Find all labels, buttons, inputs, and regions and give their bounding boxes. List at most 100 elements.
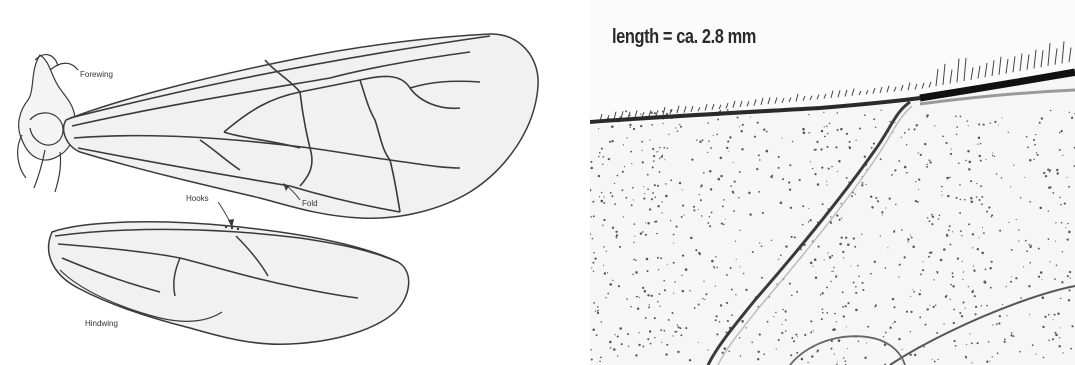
speckle: [946, 142, 948, 144]
speckle: [655, 197, 657, 199]
speckle: [637, 307, 639, 309]
speckle: [810, 161, 811, 162]
speckle: [855, 292, 857, 294]
speckle: [680, 126, 682, 128]
speckle: [986, 305, 988, 307]
speckle: [832, 271, 833, 272]
speckle: [929, 161, 931, 163]
speckle: [638, 332, 639, 333]
speckle: [640, 125, 642, 127]
speckle: [767, 321, 769, 323]
speckle: [1043, 172, 1045, 174]
speckle: [757, 122, 759, 124]
speckle: [959, 312, 961, 314]
speckle: [591, 267, 592, 268]
speckle: [992, 324, 993, 325]
speckle: [1048, 339, 1050, 341]
speckle: [781, 137, 782, 138]
speckle: [727, 141, 729, 143]
speckle: [891, 174, 893, 176]
speckle: [970, 180, 972, 182]
speckle: [971, 291, 973, 293]
speckle: [960, 116, 962, 118]
speckle: [885, 332, 887, 334]
speckle: [696, 139, 697, 140]
speckle: [913, 291, 915, 293]
speckle: [975, 313, 977, 315]
speckle: [971, 342, 973, 344]
speckle: [919, 316, 921, 318]
speckle: [961, 315, 963, 317]
speckle: [998, 124, 999, 125]
speckle: [752, 251, 754, 253]
speckle: [621, 343, 623, 345]
speckle: [843, 315, 845, 317]
speckle: [914, 128, 916, 130]
speckle: [1062, 251, 1063, 252]
speckle: [649, 330, 651, 332]
speckle: [652, 192, 654, 194]
speckle: [792, 141, 793, 142]
speckle: [1057, 312, 1059, 314]
speckle: [835, 276, 837, 278]
speckle: [977, 248, 979, 250]
speckle: [870, 273, 872, 275]
speckle: [916, 124, 918, 126]
speckle: [973, 265, 974, 266]
speckle: [895, 122, 896, 123]
speckle: [938, 218, 939, 219]
speckle: [1006, 315, 1007, 316]
speckle: [967, 150, 969, 152]
speckle: [854, 246, 856, 248]
speckle: [1068, 231, 1071, 234]
speckle: [815, 149, 817, 151]
speckle: [726, 302, 728, 304]
speckle: [999, 230, 1001, 232]
speckle: [794, 236, 796, 238]
speckle: [698, 342, 699, 343]
speckle: [682, 205, 684, 207]
speckle: [925, 324, 927, 326]
speckle: [841, 217, 842, 218]
speckle: [826, 181, 827, 182]
speckle: [727, 109, 729, 111]
speckle: [956, 197, 958, 199]
speckle: [836, 321, 837, 322]
speckle: [601, 200, 604, 203]
speckle: [1070, 277, 1071, 278]
speckle: [917, 201, 919, 203]
speckle: [815, 276, 818, 279]
speckle: [616, 237, 617, 238]
speckle: [880, 236, 881, 237]
speckle: [906, 311, 908, 313]
speckle: [793, 340, 795, 342]
speckle: [983, 124, 985, 126]
speckle: [810, 320, 812, 322]
speckle: [597, 312, 599, 314]
speckle: [824, 136, 826, 138]
speckle: [682, 254, 684, 256]
speckle: [902, 349, 903, 350]
speckle: [966, 344, 967, 345]
speckle: [613, 348, 616, 351]
speckle: [731, 314, 733, 316]
speckle: [689, 359, 691, 361]
speckle: [783, 309, 784, 310]
speckle: [595, 310, 596, 311]
speckle: [657, 185, 659, 187]
speckle: [951, 149, 952, 150]
speckle: [862, 182, 864, 184]
speckle: [839, 243, 842, 246]
speckle: [1026, 250, 1028, 252]
speckle: [591, 359, 593, 361]
speckle: [864, 156, 866, 158]
speckle: [679, 124, 680, 125]
speckle: [912, 246, 915, 249]
speckle: [1052, 192, 1054, 194]
speckle: [601, 148, 603, 150]
speckle: [758, 191, 760, 193]
speckle: [1043, 357, 1045, 359]
speckle: [636, 296, 637, 297]
speckle: [1052, 319, 1053, 320]
speckle: [811, 355, 813, 357]
